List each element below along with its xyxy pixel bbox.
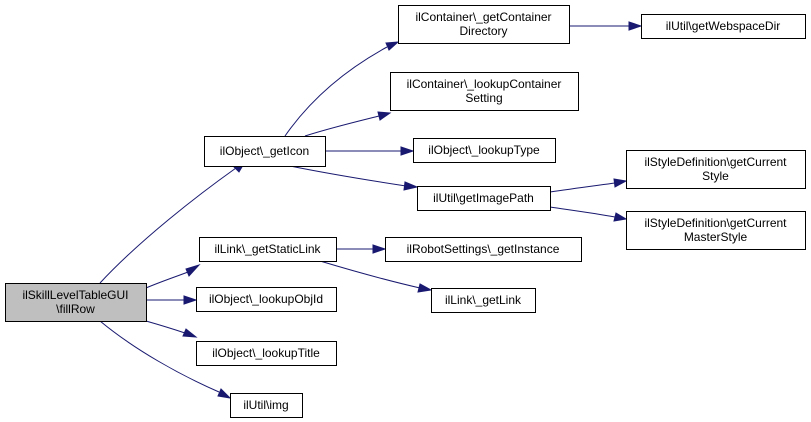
arrowhead [185,263,201,277]
node-label: Style [702,169,729,183]
arrowhead [613,212,628,222]
edge-fillrow-to-lookuptitle [145,320,198,338]
node-label: ilLink\_getLink [445,293,522,307]
node-getlink[interactable]: ilLink\_getLink [431,288,536,313]
edge-fillrow-to-img [99,320,232,399]
node-geticon[interactable]: ilObject\_getIcon [204,136,326,167]
node-box [204,136,326,167]
edge-line [99,320,220,393]
node-label: MasterStyle [684,230,748,244]
edge-fillrow-to-getstaticlink [145,263,201,289]
edge-geticon-to-lookuptype [325,146,415,156]
node-box [413,138,556,163]
arrowhead [400,146,415,156]
edge-getstaticlink-to-getlink [319,260,433,293]
node-box [390,72,579,111]
edge-getstaticlink-to-getinstance [336,244,387,254]
node-label: ilUtil\getImagePath [433,191,534,205]
node-label: ilSkillLevelTableGUI [22,288,128,302]
node-lookuptitle[interactable]: ilObject\_lookupTitle [196,341,337,366]
node-label: ilStyleDefinition\getCurrent [644,216,787,230]
edge-line [99,167,237,284]
node-box [398,5,570,44]
arrowhead [372,244,387,254]
arrowhead [385,41,400,51]
node-label: Directory [459,24,507,38]
edge-geticon-to-getcontainerdirectory [284,41,400,137]
arrowhead [183,295,198,305]
edge-line [549,206,616,218]
node-box [199,237,337,262]
node-getinstance[interactable]: ilRobotSettings\_getInstance [385,237,582,262]
arrowhead [613,178,628,188]
edge-getimagepath-to-getcurrentstyle [549,178,628,193]
node-label: ilUtil\img [243,398,288,412]
node-box [5,283,147,322]
node-box [230,393,303,418]
node-label: ilRobotSettings\_getInstance [407,242,560,256]
node-getstaticlink[interactable]: ilLink\_getStaticLink [199,237,337,262]
node-fillrow[interactable]: ilSkillLevelTableGUI\fillRow [5,283,147,322]
node-label: ilObject\_getIcon [220,144,309,158]
arrowhead [377,111,392,121]
node-box [196,341,337,366]
node-getwebspacedir[interactable]: ilUtil\getWebspaceDir [641,14,806,39]
edge-line [319,260,421,289]
node-box [196,287,337,312]
node-label: ilObject\_lookupType [428,143,540,157]
node-label: ilLink\_getStaticLink [214,242,321,256]
node-lookuptype[interactable]: ilObject\_lookupType [413,138,556,163]
node-box [417,186,551,211]
node-label: \fillRow [56,302,95,316]
node-label: ilContainer\_lookupContainer [407,77,562,91]
edge-line [289,165,407,187]
nodes: ilSkillLevelTableGUI\fillRow ilObject\_ge… [5,5,806,418]
node-label: ilObject\_lookupObjId [209,292,323,306]
edge-getcontainerdirectory-to-getwebspacedir [569,21,643,31]
edge-line [145,320,186,334]
node-label: ilStyleDefinition\getCurrent [644,155,787,169]
node-box [431,288,536,313]
edge-line [284,46,388,137]
edge-line [145,271,189,289]
node-getimagepath[interactable]: ilUtil\getImagePath [417,186,551,211]
edge-geticon-to-lookupcontainersetting [304,111,392,137]
edges [99,21,643,399]
node-label: Setting [465,91,502,105]
edge-getimagepath-to-getcurrentmasterstyle [549,206,628,222]
node-box [641,14,806,39]
node-label: ilContainer\_getContainer [415,10,551,24]
arrowhead [403,181,419,191]
edge-line [549,182,616,193]
node-lookupobjid[interactable]: ilObject\_lookupObjId [196,287,337,312]
node-label: ilUtil\getWebspaceDir [666,19,781,33]
arrowhead [417,283,433,293]
edge-line [304,115,380,137]
node-box [626,211,806,250]
arrowhead [217,388,232,399]
node-img[interactable]: ilUtil\img [230,393,303,418]
arrowhead [182,328,198,338]
node-label: ilObject\_lookupTitle [212,346,320,360]
node-box [385,237,582,262]
edge-geticon-to-getimagepath [289,165,419,191]
edge-fillrow-to-geticon [99,159,248,284]
node-box [626,150,806,189]
arrowhead [628,21,643,31]
edge-fillrow-to-lookupobjid [146,295,198,305]
